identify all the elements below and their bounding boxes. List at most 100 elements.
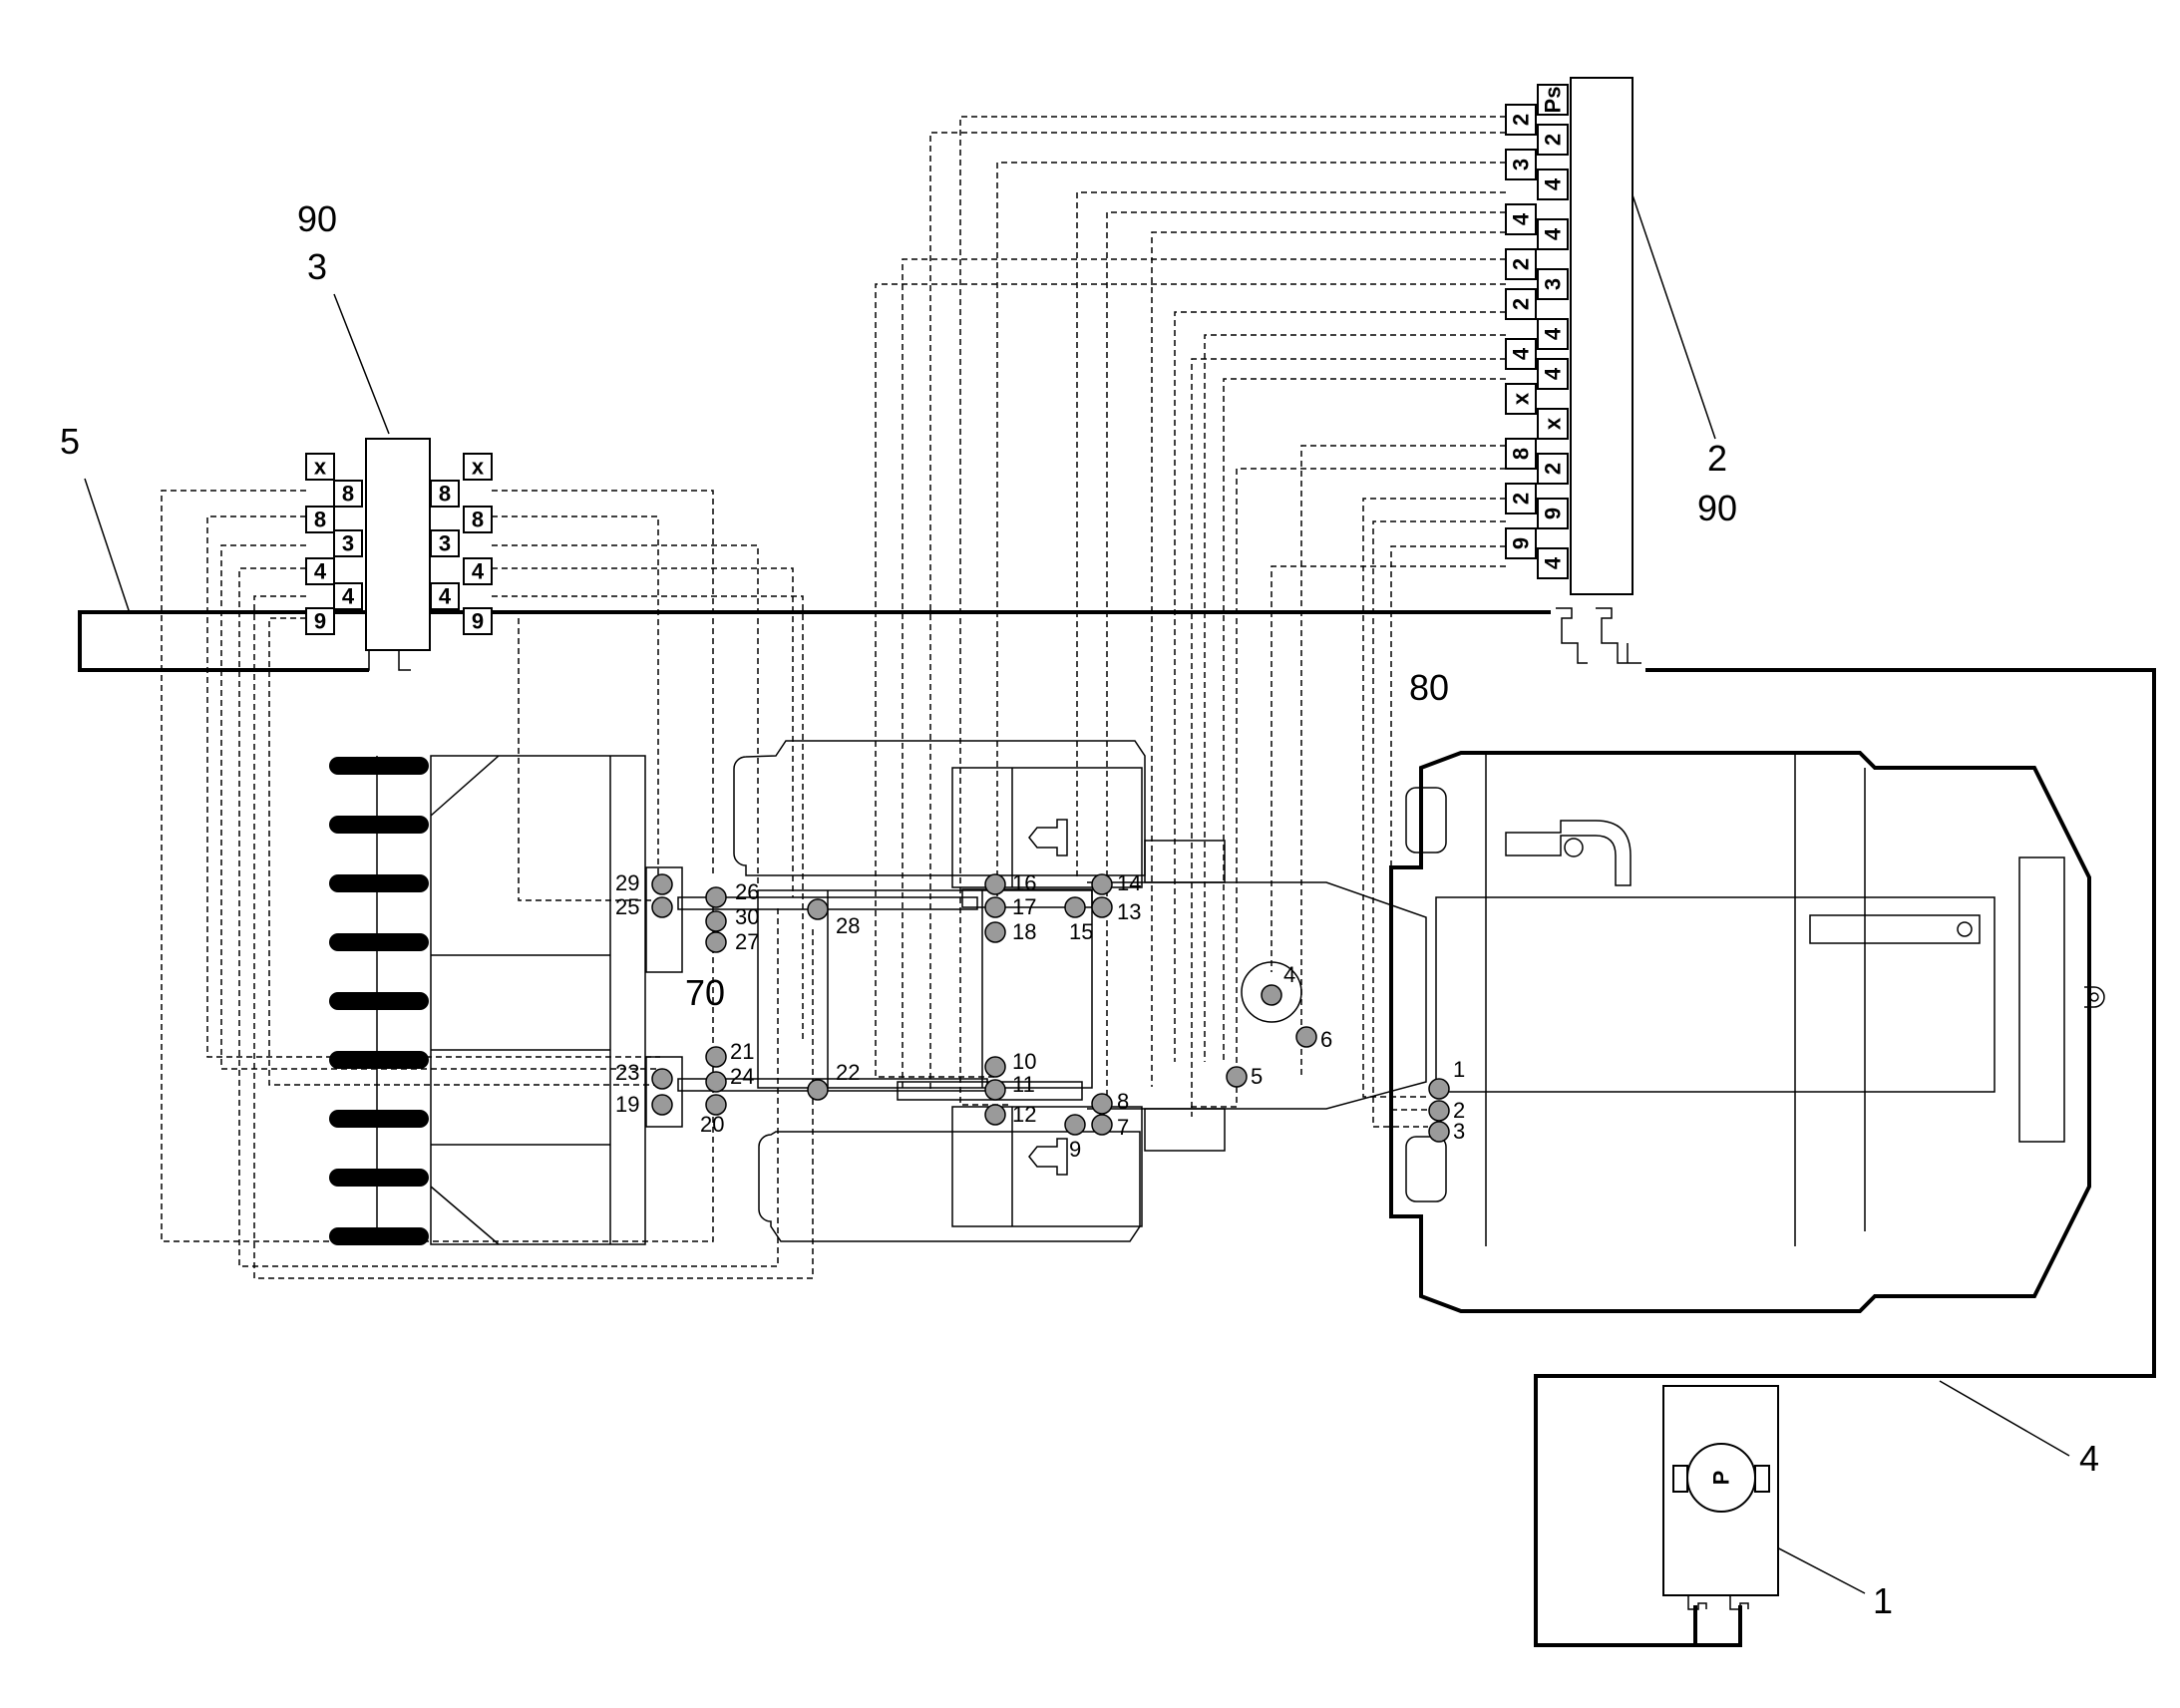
test-point-marker	[1428, 1078, 1450, 1100]
test-point-9: 9	[1064, 1114, 1086, 1162]
valve-left-port-right-4: 4	[430, 582, 460, 610]
valve-right-port-inner-5-label: 4	[1541, 327, 1566, 340]
test-point-marker	[651, 873, 673, 895]
valve-right-port-inner-8-label: 2	[1541, 463, 1566, 475]
valve-right-port-outer-5-label: 4	[1509, 347, 1534, 360]
valve-left-fittings	[357, 650, 411, 671]
swivel-joint	[1241, 961, 1302, 1023]
valve-right-port-inner-10-label: 4	[1541, 556, 1566, 569]
return-line	[78, 610, 1551, 672]
valve-right-port-outer-8-label: 2	[1509, 493, 1534, 505]
test-point-marker	[1091, 873, 1113, 895]
test-point-30: 30	[705, 904, 759, 932]
test-point-17: 17	[984, 894, 1036, 919]
valve-right-port-inner-7-label: x	[1541, 417, 1566, 430]
valve-right-port-inner-9: 9	[1537, 498, 1569, 529]
valve-right-port-outer-5: 4	[1505, 338, 1537, 370]
bucket-tooth	[329, 992, 429, 1010]
valve-left-port-left-2-label: 8	[314, 508, 326, 532]
valve-left-port-left-0-label: x	[314, 455, 327, 480]
valve-left-port-left-3: 3	[333, 529, 363, 557]
bucket-bevel-bottom	[430, 1186, 500, 1245]
bucket-tooth	[329, 933, 429, 951]
pump-symbol-label: P	[1709, 1471, 1734, 1486]
bucket-frame	[430, 755, 646, 1245]
callout-valve-right-bottom: 90	[1697, 488, 1737, 528]
test-point-marker	[1091, 1093, 1113, 1115]
bucket-bevel-top	[430, 755, 500, 817]
callout-pump: 1	[1873, 1580, 1893, 1621]
valve-left-port-right-0: 8	[430, 480, 460, 508]
test-point-19: 19	[615, 1092, 673, 1117]
test-point-label: 30	[735, 904, 759, 929]
test-point-11: 11	[984, 1072, 1035, 1101]
test-point-20: 20	[700, 1094, 727, 1137]
bucket-tooth	[329, 757, 429, 775]
valve-right-port-inner-7: x	[1537, 408, 1569, 440]
valve-right-body	[1570, 77, 1634, 595]
valve-right-port-inner-0: Ps	[1537, 84, 1569, 116]
valve-right-port-inner-4-label: 3	[1541, 278, 1566, 290]
test-point-label: 27	[735, 929, 759, 954]
upper-track-assembly	[733, 740, 1146, 876]
valve-left-port-left-0: x	[305, 453, 335, 481]
valve-right-port-inner-2: 4	[1537, 169, 1569, 200]
test-point-label: 6	[1320, 1027, 1332, 1052]
machine-deck	[1435, 896, 1996, 1093]
upper-cylinder	[961, 888, 1093, 908]
leader-valve-left	[333, 293, 390, 435]
valve-left-port-right-2-label: 3	[439, 531, 451, 556]
test-point-7: 7	[1091, 1114, 1129, 1140]
test-point-marker	[1091, 896, 1113, 918]
valve-right-port-outer-2: 4	[1505, 203, 1537, 235]
test-point-28: 28	[807, 898, 860, 938]
valve-left-port-left-4-label: 4	[314, 559, 327, 584]
valve-left-port-right-6: 9	[463, 607, 493, 635]
test-point-marker	[705, 1046, 727, 1068]
chassis-boom	[1087, 881, 1427, 1110]
test-point-label: 18	[1012, 919, 1036, 944]
dashed-hose-network	[161, 116, 1506, 1279]
test-point-label: 15	[1069, 919, 1093, 944]
valve-right-port-outer-0-label: 2	[1509, 114, 1534, 126]
bucket-teeth	[329, 757, 429, 1245]
pump-mount-left	[1672, 1465, 1688, 1493]
valve-right-port-outer-3: 2	[1505, 248, 1537, 280]
valve-right-port-outer-9-label: 9	[1509, 537, 1534, 549]
test-point-marker	[1091, 1114, 1113, 1136]
valve-right-port-outer-8: 2	[1505, 483, 1537, 514]
lower-mount	[1144, 1108, 1226, 1152]
test-point-3: 3	[1428, 1119, 1465, 1144]
test-point-1: 1	[1428, 1057, 1465, 1100]
test-point-13: 13	[1091, 896, 1141, 924]
callout-valve-left-bottom: 3	[307, 246, 327, 287]
valve-right-port-outer-2-label: 4	[1509, 212, 1534, 225]
valve-right-port-outer-1: 3	[1505, 149, 1537, 180]
valve-left-port-right-5-label: 4	[472, 559, 485, 584]
bucket-attachment	[329, 755, 683, 1245]
test-point-marker	[705, 910, 727, 932]
valve-right-port-outer-4: 2	[1505, 288, 1537, 320]
test-point-marker	[1295, 1026, 1317, 1048]
machine-outline	[1389, 751, 2091, 1313]
bucket-tooth	[329, 816, 429, 834]
test-point-marker	[807, 1079, 829, 1101]
callout-return-line: 5	[60, 421, 80, 462]
valve-right-fittings	[1556, 607, 1641, 664]
test-point-label: 1	[1453, 1057, 1465, 1082]
upper-motor-icon	[1028, 819, 1068, 856]
machine-hydraulic-tank	[1505, 820, 1632, 886]
boom-cross-frame	[757, 889, 1093, 1089]
test-point-24: 24	[705, 1064, 754, 1093]
test-point-26: 26	[705, 879, 759, 908]
valve-left-port-left-6-label: 9	[314, 609, 326, 634]
test-point-6: 6	[1295, 1026, 1332, 1052]
boom-frame	[677, 740, 1427, 1242]
valve-left-port-right-6-label: 9	[472, 609, 484, 634]
test-point-marker	[705, 1071, 727, 1093]
valve-left-port-left-5: 4	[333, 582, 363, 610]
